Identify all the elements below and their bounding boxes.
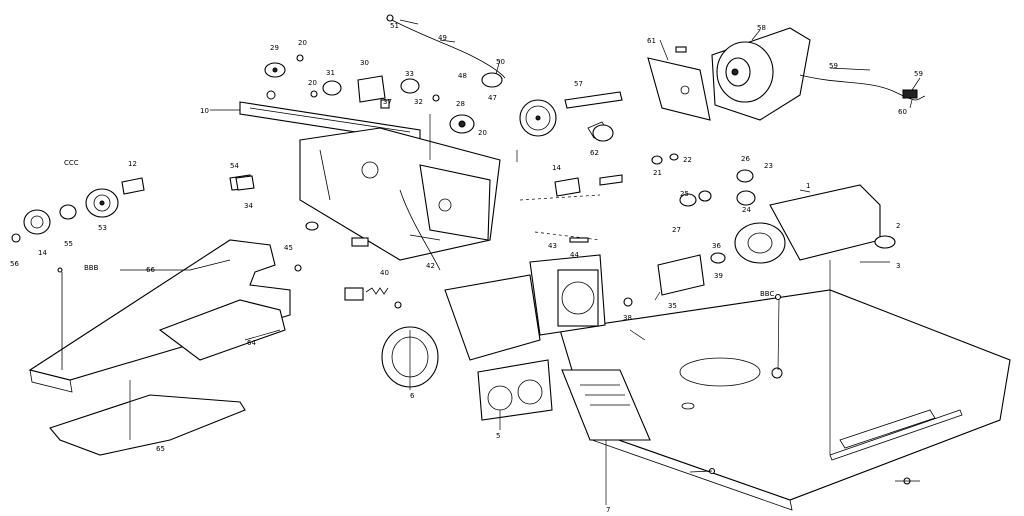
callout-47: 47: [488, 94, 497, 102]
callout-20b: 20: [478, 129, 487, 137]
callout-49: 49: [438, 34, 447, 42]
callout-2: 2: [896, 222, 900, 230]
callout-3: 3: [896, 262, 900, 270]
callout-66: 66: [146, 266, 155, 274]
callout-23: 23: [764, 162, 773, 170]
callout-29: 29: [270, 44, 279, 52]
plate-64: [158, 299, 286, 361]
callout-5: 5: [496, 432, 500, 440]
callout-48: 48: [458, 72, 467, 80]
callout-40: 40: [380, 269, 389, 277]
right-mechanism: [554, 124, 896, 307]
callout-43: 43: [548, 242, 557, 250]
callout-14a: 14: [552, 164, 561, 172]
callout-22: 22: [683, 156, 692, 164]
misc-small-parts: [57, 175, 911, 485]
callout-28: 28: [456, 100, 465, 108]
leader-lines: [120, 19, 921, 505]
callout-20c: 20: [308, 79, 317, 87]
callout-6: 6: [410, 392, 415, 400]
worm-gear-shaft: [519, 91, 623, 139]
callout-24: 24: [742, 206, 751, 214]
callout-labels: 51 49 50 58 61 59 59 60 29 20 30 31 32 3…: [10, 22, 923, 514]
callout-50: 50: [496, 58, 505, 66]
main-frame-center: [299, 127, 501, 271]
callout-60: 60: [898, 108, 907, 116]
callout-44: 44: [570, 251, 579, 259]
callout-39: 39: [714, 272, 723, 280]
gear-cluster-top: [264, 54, 503, 134]
callout-53: 53: [98, 224, 107, 232]
callout-54: 54: [230, 162, 239, 170]
callout-37: 37: [383, 98, 392, 106]
callout-62: 62: [590, 149, 599, 157]
callout-12: 12: [128, 160, 137, 168]
callout-27: 27: [672, 226, 681, 234]
callout-10: 10: [200, 107, 209, 115]
motor-assembly-58: [711, 27, 926, 121]
speaker-housing: [381, 254, 606, 421]
callout-30: 30: [360, 59, 369, 67]
cable-49: [387, 17, 506, 79]
callout-bbb: BBB: [84, 264, 99, 272]
callout-59a: 59: [829, 62, 838, 70]
callout-51: 51: [390, 22, 399, 30]
callout-64: 64: [247, 339, 256, 347]
callout-1: 1: [806, 182, 810, 190]
callout-35: 35: [668, 302, 677, 310]
callout-32: 32: [414, 98, 423, 106]
callout-45: 45: [284, 244, 293, 252]
callout-14b: 14: [38, 249, 47, 257]
callout-58: 58: [757, 24, 766, 32]
callout-36: 36: [712, 242, 721, 250]
callout-33: 33: [405, 70, 414, 78]
chassis-plate-66: [28, 239, 291, 393]
callout-42: 42: [426, 262, 435, 270]
callout-59b: 59: [914, 70, 923, 78]
callout-55: 55: [64, 240, 73, 248]
marker-a-top: [266, 90, 276, 100]
bracket-61: [647, 46, 711, 121]
callout-21: 21: [653, 169, 662, 177]
side-panel-7: [561, 369, 651, 441]
callout-65: 65: [156, 445, 165, 453]
callout-ccc: CCC: [64, 159, 79, 167]
callout-34: 34: [244, 202, 253, 210]
callout-25: 25: [680, 190, 689, 198]
callout-57: 57: [574, 80, 583, 88]
cover-plate-65: [49, 394, 246, 456]
callout-20a: 20: [298, 39, 307, 47]
callout-56: 56: [10, 260, 19, 268]
callout-26: 26: [741, 155, 750, 163]
callout-7: 7: [606, 506, 610, 514]
gears-left: [11, 174, 253, 243]
callout-bbc: BBC: [760, 290, 774, 298]
callout-38: 38: [623, 314, 632, 322]
callout-31: 31: [326, 69, 335, 77]
marker-a-base: [771, 367, 783, 379]
callout-61: 61: [647, 37, 656, 45]
